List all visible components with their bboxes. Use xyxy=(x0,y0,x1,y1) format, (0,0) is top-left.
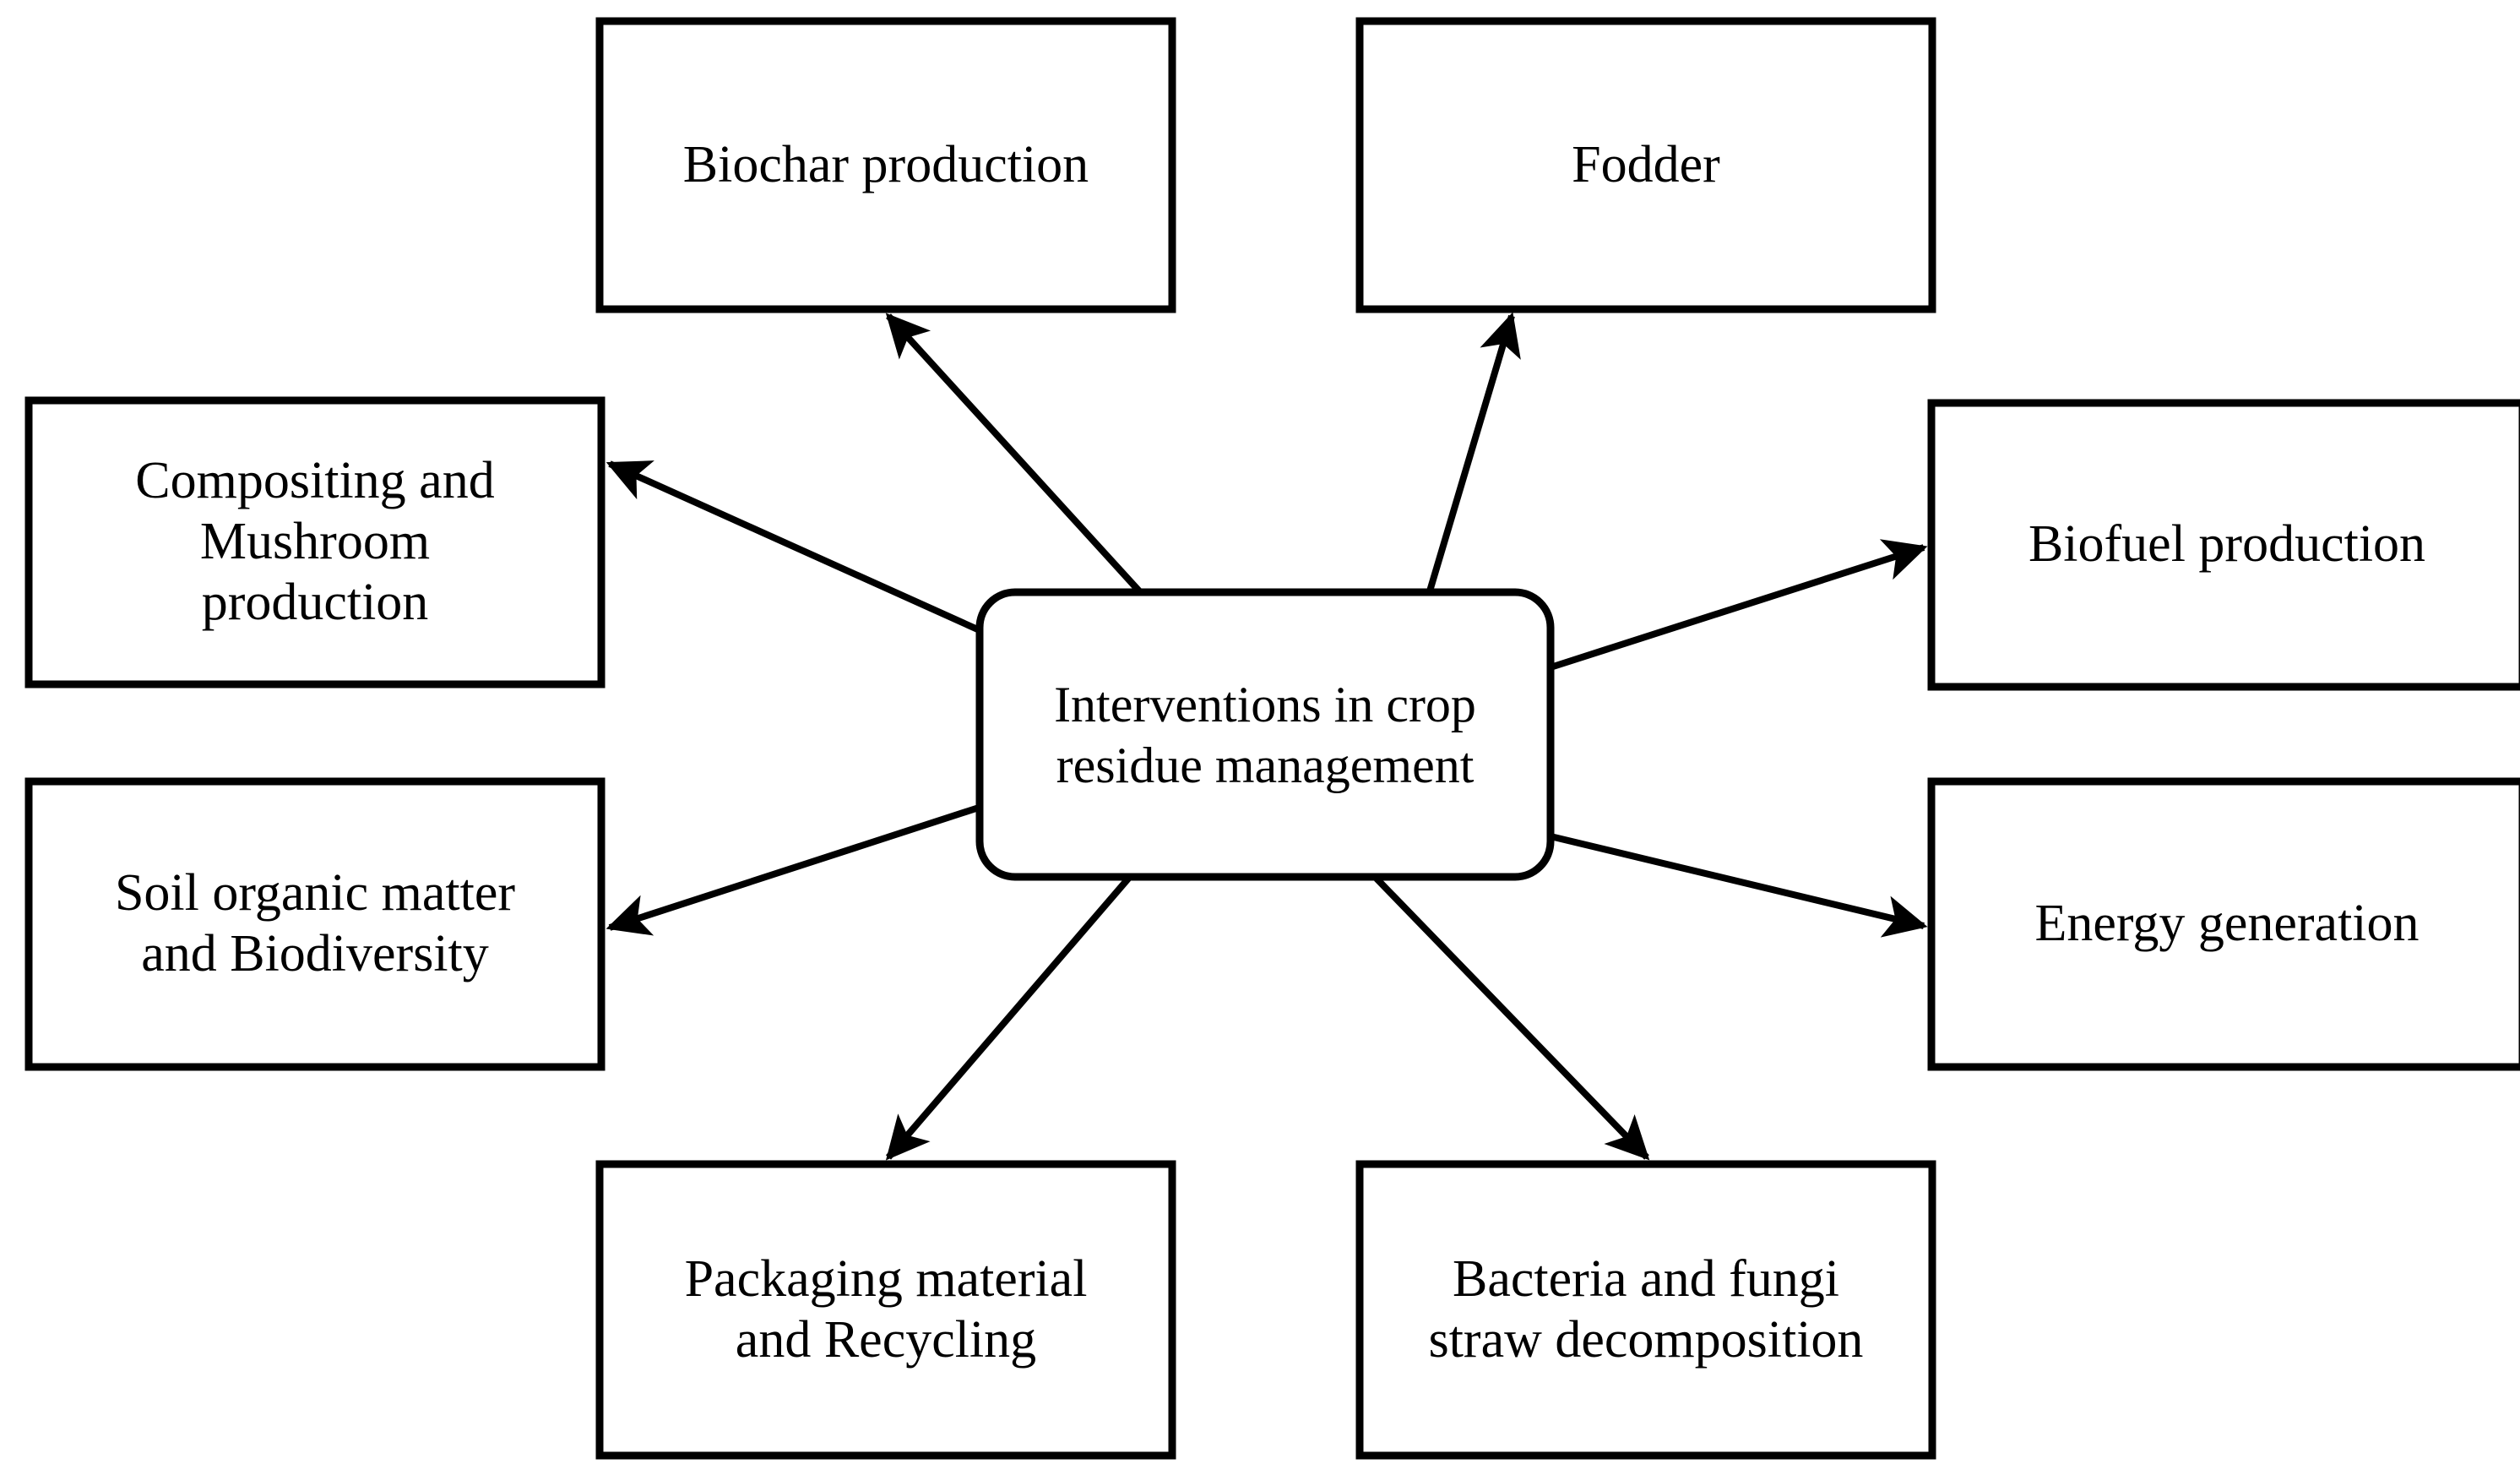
nodes-group xyxy=(24,17,2520,1460)
node-box-center[interactable] xyxy=(975,588,1555,881)
node-box-packaging[interactable] xyxy=(595,1160,1176,1460)
node-box-biofuel[interactable] xyxy=(1927,399,2520,691)
edge-center-to-packaging xyxy=(885,876,1132,1161)
edge-center-to-bacteria xyxy=(1374,876,1650,1161)
node-box-fodder[interactable] xyxy=(1355,17,1936,313)
node-box-bacteria[interactable] xyxy=(1355,1160,1936,1460)
node-box-biochar[interactable] xyxy=(595,17,1176,313)
node-box-energy[interactable] xyxy=(1927,777,2520,1071)
edge-center-to-soil xyxy=(606,803,983,936)
edge-center-to-energy xyxy=(1550,833,1928,938)
edge-center-to-biofuel xyxy=(1549,539,1928,671)
node-box-compositing[interactable] xyxy=(24,396,606,689)
edges-group xyxy=(606,312,1928,1161)
edge-center-to-biochar xyxy=(885,313,1144,596)
edge-center-to-compositing xyxy=(606,460,983,634)
edge-center-to-fodder xyxy=(1426,312,1521,596)
node-box-soil[interactable] xyxy=(24,777,606,1071)
